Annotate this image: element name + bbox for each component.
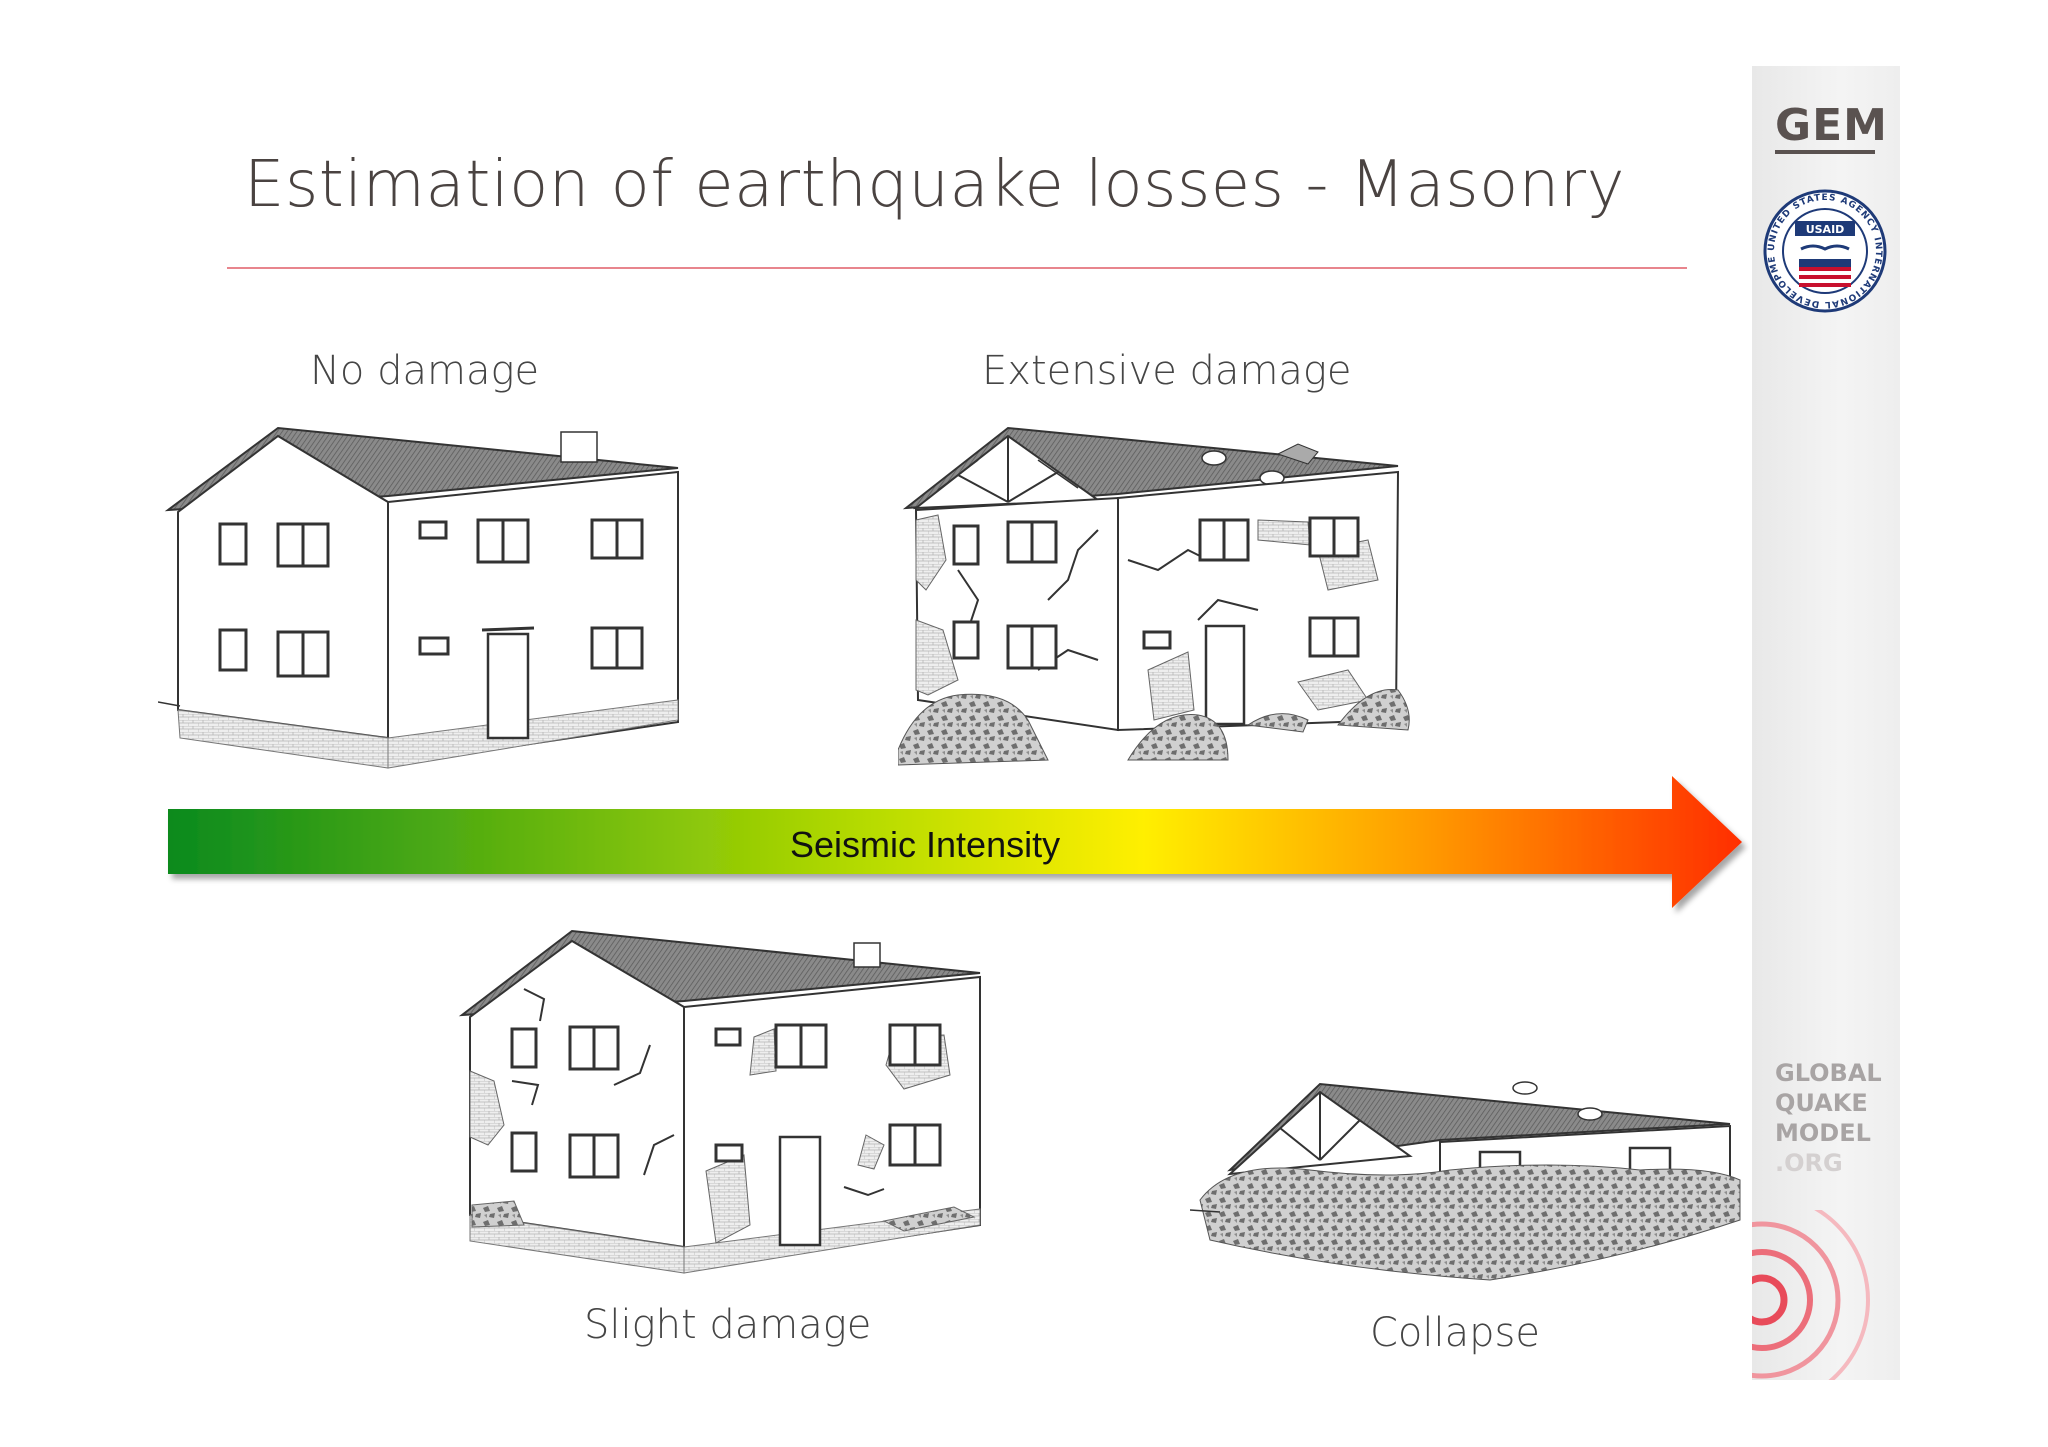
house-collapse-illustration: [1190, 1081, 1741, 1281]
gem-logo-underline: [1775, 150, 1875, 154]
concentric-rings-logo: [1752, 1210, 1870, 1380]
collapse-label: Collapse: [1370, 1310, 1540, 1356]
usaid-seal-logo: UNITED STATES AGENCY INTERNATIONAL DEVEL…: [1761, 187, 1887, 313]
seismic-intensity-label: Seismic Intensity: [790, 824, 1061, 865]
house-no-damage-illustration: [158, 426, 679, 769]
slide-title: Estimation of earthquake losses - Masonr…: [244, 148, 1625, 222]
house-slight-damage-illustration: [458, 929, 981, 1274]
title-divider: [227, 267, 1687, 269]
house-extensive-damage-illustration: [898, 426, 1410, 766]
gem-logo: GEM: [1775, 100, 1888, 151]
extensive-damage-label: Extensive damage: [982, 348, 1352, 394]
slight-damage-label: Slight damage: [584, 1302, 872, 1348]
seismic-intensity-arrow: [168, 776, 1742, 908]
global-quake-model-logo: GLOBAL QUAKE MODEL .ORG: [1775, 1059, 1882, 1177]
svg-text:USAID: USAID: [1806, 223, 1845, 236]
no-damage-label: No damage: [310, 348, 540, 394]
